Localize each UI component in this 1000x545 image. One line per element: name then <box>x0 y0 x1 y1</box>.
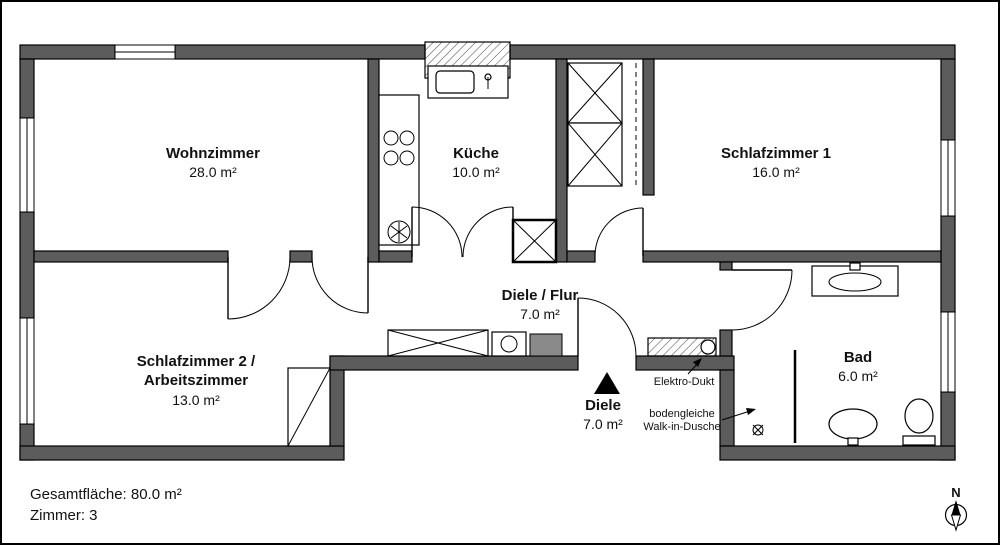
toilet-tank <box>902 435 936 446</box>
stove-burner <box>399 130 415 146</box>
wardrobes <box>287 62 637 447</box>
elektro-duct-circle <box>700 339 716 355</box>
room-area-bad: 6.0 m² <box>838 368 878 384</box>
shower-drain-cross <box>752 424 764 436</box>
dusche-arrow-head <box>746 408 756 415</box>
washbasin <box>828 272 882 292</box>
wall-bath-left-stub-b <box>719 329 733 357</box>
wall-kitchen-right <box>555 58 568 263</box>
kitchen-sink-basin <box>435 70 475 94</box>
wall-bedroom1-left <box>642 58 655 196</box>
boiler-circle <box>387 220 411 244</box>
north-compass: N <box>944 485 968 532</box>
door-arc-wohnzimmer <box>311 256 369 314</box>
wall-bottom-right <box>719 445 956 461</box>
elektro-arrow-head <box>693 358 702 367</box>
room-label-schlafzimmer1: Schlafzimmer 1 <box>721 145 831 162</box>
wall-corridor-top-east <box>566 250 596 263</box>
wall-door-stub <box>289 250 313 263</box>
room-label-schlafzimmer2-line1: Schlafzimmer 2 / <box>137 353 256 370</box>
wall-bottom-left <box>19 445 345 461</box>
room-area-diele: 7.0 m² <box>583 416 623 432</box>
shower-drain <box>752 424 764 436</box>
room-label-diele: Diele <box>585 397 621 414</box>
door-arc-entrance <box>577 297 637 357</box>
wall-step-right <box>719 369 735 447</box>
corridor-sink <box>500 335 518 353</box>
exterior-walls <box>19 44 956 461</box>
interior-walls <box>33 58 942 357</box>
doors <box>227 206 793 357</box>
room-area-wohnzimmer: 28.0 m² <box>189 164 237 180</box>
wall-bedroom1-bottom <box>642 250 942 263</box>
small-shaft-block <box>529 333 563 357</box>
dusche-arrow-line <box>721 410 751 421</box>
compass-needle-north <box>951 500 961 515</box>
room-label-diele-flur: Diele / Flur <box>502 287 579 304</box>
wall-left-a <box>19 58 35 119</box>
label-dusche-line1: bodengleiche <box>649 408 714 420</box>
shaft-cross-line <box>512 219 557 263</box>
door-arc-schlafzimmer1 <box>594 207 644 257</box>
wall-corridor-top-west <box>33 250 229 263</box>
wall-top-right <box>509 44 956 60</box>
room-label-wohnzimmer: Wohnzimmer <box>166 145 260 162</box>
room-label-bad: Bad <box>844 349 872 366</box>
door-arc-kueche-left <box>411 206 463 258</box>
boiler-symbol <box>387 220 411 244</box>
room-area-diele-flur: 7.0 m² <box>520 306 560 322</box>
room-area-kueche: 10.0 m² <box>452 164 500 180</box>
wall-bottom-mid-a <box>329 355 579 371</box>
faucet <box>847 437 859 446</box>
room-labels: Wohnzimmer 28.0 m² Küche 10.0 m² Schlafz… <box>137 145 878 432</box>
faucet <box>849 262 861 271</box>
label-dusche-line2: Walk-in-Dusche <box>643 421 720 433</box>
wall-top-left <box>19 44 116 60</box>
footer: Gesamtfläche: 80.0 m² Zimmer: 3 <box>30 486 182 524</box>
washbasin <box>828 408 878 440</box>
door-arc-bad <box>731 269 793 331</box>
label-elektro-dukt: Elektro-Dukt <box>654 376 715 388</box>
wall-right-b <box>940 215 956 313</box>
wardrobe-cross <box>567 62 623 124</box>
windows <box>19 44 956 425</box>
wall-left-b <box>19 211 35 319</box>
room-area-schlafzimmer2: 13.0 m² <box>172 392 220 408</box>
boiler-line <box>390 225 408 239</box>
wall-top-mid <box>174 44 426 60</box>
closet-diagonal <box>287 367 331 447</box>
annotations: Elektro-Dukt bodengleiche Walk-in-Dusche <box>643 358 756 433</box>
rooms-count-text: Zimmer: 3 <box>30 507 98 524</box>
wall-kitchen-bottom <box>378 250 413 263</box>
stove-burner <box>383 130 399 146</box>
compass-needle-south <box>950 514 962 532</box>
stove-burner <box>399 150 415 166</box>
door-arc-kueche-right <box>462 206 514 258</box>
closet-diagonal <box>387 329 489 357</box>
room-area-schlafzimmer1: 16.0 m² <box>752 164 800 180</box>
door-arc-schlafzimmer2 <box>227 256 291 320</box>
stove-burner <box>383 150 399 166</box>
wall-bath-left-stub-a <box>719 261 733 271</box>
entrance-triangle-marker <box>594 372 620 394</box>
bathroom-fixtures <box>647 262 936 446</box>
room-label-schlafzimmer2-line2: Arbeitszimmer <box>144 372 248 389</box>
wall-bottom-mid-b <box>635 355 735 371</box>
shaft-box <box>511 218 558 264</box>
toilet-bowl <box>904 398 934 434</box>
total-area-text: Gesamtfläche: 80.0 m² <box>30 486 182 503</box>
wall-right-a <box>940 58 956 141</box>
wall-kitchen-left <box>367 58 380 263</box>
compass-n-label: N <box>951 485 960 500</box>
wardrobe-cross <box>567 122 623 187</box>
elektro-duct-block <box>647 337 717 357</box>
room-label-kueche: Küche <box>453 145 499 162</box>
